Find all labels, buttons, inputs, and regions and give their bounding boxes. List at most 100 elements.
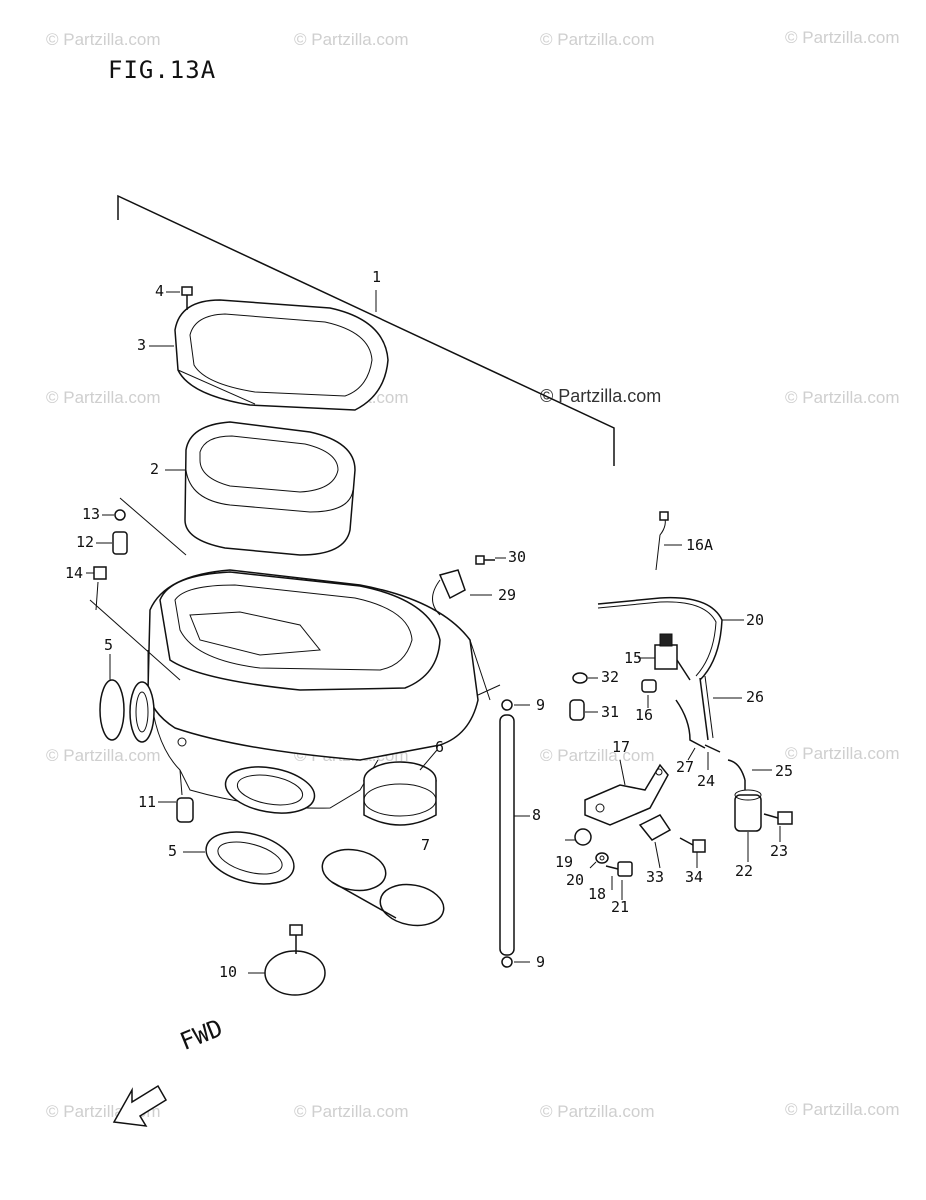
washer-32 <box>572 672 588 684</box>
callout-4: 4 <box>155 282 165 300</box>
intake-port-left <box>224 766 316 814</box>
watermark: © Partzilla.com <box>540 746 655 765</box>
boot-6 <box>363 761 437 826</box>
callout-32: 32 <box>601 668 620 686</box>
callout-11: 11 <box>138 793 157 811</box>
air-cleaner-case <box>147 569 491 809</box>
callout-13: 13 <box>82 505 101 523</box>
screw-30 <box>475 555 495 565</box>
callout-26: 26 <box>746 688 765 706</box>
clip-9-top <box>501 699 513 711</box>
callout-6: 6 <box>435 738 445 756</box>
callout-2: 2 <box>150 460 160 478</box>
callout-19: 19 <box>555 853 574 871</box>
clip-33 <box>638 814 672 841</box>
air-filter-element <box>184 421 356 556</box>
callout-20-right: 20 <box>746 611 765 629</box>
callout-20-lower: 20 <box>566 871 585 889</box>
callout-7: 7 <box>421 836 431 854</box>
callout-24: 24 <box>697 772 716 790</box>
seal-5-lower <box>205 831 295 885</box>
joint-24 <box>704 744 721 753</box>
dash-guide-2 <box>89 599 181 681</box>
leader-17 <box>619 759 626 786</box>
watermark: © Partzilla.com <box>785 1100 900 1119</box>
callout-18: 18 <box>588 885 607 903</box>
hose-25 <box>727 759 746 781</box>
drain-tube-8 <box>499 714 515 956</box>
callout-23: 23 <box>770 842 789 860</box>
callout-5-lower: 5 <box>168 842 178 860</box>
dash-guide <box>119 497 187 556</box>
clamp-7 <box>321 848 445 927</box>
bracket-17 <box>584 763 669 826</box>
pipe-12 <box>112 531 128 555</box>
bolt-21 <box>605 861 633 877</box>
callout-12: 12 <box>76 533 95 551</box>
callout-16: 16 <box>635 706 654 724</box>
callout-10: 10 <box>219 963 238 981</box>
leader-33 <box>654 841 661 869</box>
callout-34: 34 <box>685 868 704 886</box>
forward-arrow-icon <box>112 1084 168 1127</box>
watermark: © Partzilla.com <box>540 30 655 49</box>
callout-8: 8 <box>532 806 542 824</box>
drain-plug-11 <box>176 797 194 823</box>
cap-16 <box>641 679 657 693</box>
pipe-16a <box>655 511 669 571</box>
watermark: © Partzilla.com <box>785 388 900 407</box>
watermark: © Partzilla.com <box>46 30 161 49</box>
callout-15: 15 <box>624 649 643 667</box>
screw-4 <box>181 286 193 310</box>
figure-title: FIG.13A <box>108 56 217 84</box>
callout-17: 17 <box>612 738 631 756</box>
seal-5-left <box>99 679 155 743</box>
watermark-center: © Partzilla.com <box>540 386 662 406</box>
grommet-19 <box>574 828 592 846</box>
callout-29: 29 <box>498 586 517 604</box>
callout-9-bottom: 9 <box>536 953 546 971</box>
clip-13 <box>114 509 126 521</box>
callout-31: 31 <box>601 703 620 721</box>
watermark: © Partzilla.com <box>294 30 409 49</box>
callout-16a: 16A <box>686 536 714 554</box>
valve-15 <box>654 633 691 681</box>
watermark: © Partzilla.com <box>540 1102 655 1121</box>
watermark: © Partzilla.com <box>785 744 900 763</box>
assembly-bracket-line <box>117 194 615 466</box>
hose-20 <box>597 596 723 681</box>
hose-27 <box>675 699 706 749</box>
callout-1: 1 <box>372 268 382 286</box>
grommet-10 <box>264 924 326 996</box>
collar-20 <box>595 852 609 864</box>
clip-9-bottom <box>501 956 513 968</box>
air-cleaner-cover <box>174 299 389 411</box>
bracket-29 <box>432 569 466 616</box>
callout-5-left: 5 <box>104 636 114 654</box>
dash-guide-3 <box>477 684 501 696</box>
leader-27 <box>687 747 696 761</box>
watermark: © Partzilla.com <box>785 28 900 47</box>
leader-20b <box>589 861 597 869</box>
hose-26 <box>699 677 709 741</box>
bolt-23 <box>763 811 793 825</box>
watermark: © Partzilla.com <box>46 746 161 765</box>
canister-22 <box>734 780 762 832</box>
callout-30: 30 <box>508 548 527 566</box>
watermark: © Partzilla.com <box>294 1102 409 1121</box>
callout-33: 33 <box>646 868 665 886</box>
watermark: © Partzilla.com <box>46 388 161 407</box>
bolt-34 <box>679 837 706 853</box>
bolt-14 <box>93 566 107 580</box>
callout-25: 25 <box>775 762 794 780</box>
callout-27: 27 <box>676 758 695 776</box>
leader-6 <box>419 749 438 771</box>
callout-3: 3 <box>137 336 147 354</box>
callout-9-top: 9 <box>536 696 546 714</box>
callout-21: 21 <box>611 898 630 916</box>
cap-31 <box>569 699 585 721</box>
callout-14: 14 <box>65 564 84 582</box>
callout-22: 22 <box>735 862 754 880</box>
